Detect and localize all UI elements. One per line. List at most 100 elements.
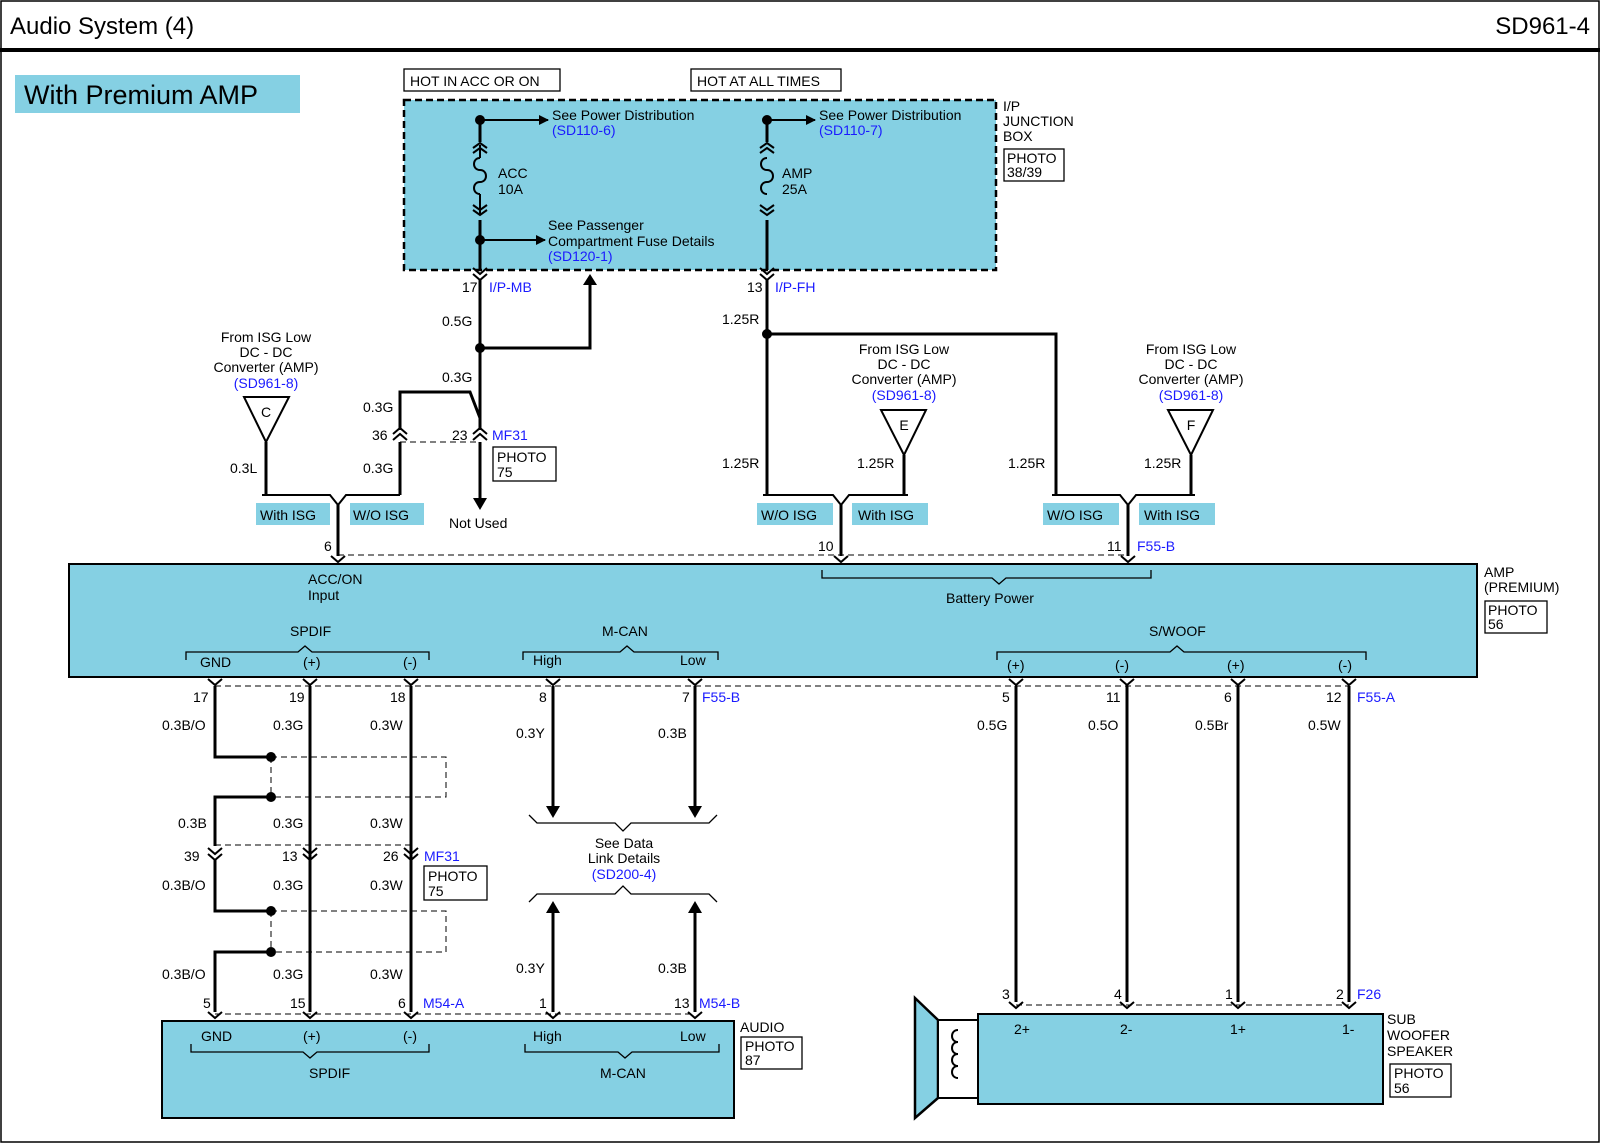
spk-name-2: WOOFER	[1387, 1027, 1450, 1043]
with-isg-f: With ISG	[1144, 507, 1200, 523]
amp-pin17: 17	[193, 689, 209, 705]
amp-photo-2: 56	[1488, 616, 1504, 632]
conn-mb: I/P-MB	[489, 279, 532, 295]
amp-bottom-connector: 17 19 18 8 7 F55-B 5 11 6 12 F55-A	[193, 678, 1396, 705]
sw-05w: 0.5W	[1308, 717, 1341, 733]
amp-premium: AMP (PREMIUM) PHOTO 56 ACC/ON Input Batt…	[68, 563, 1559, 678]
wire-125r-b: 1.25R	[722, 455, 759, 471]
isg-c-l3: Converter (AMP)	[213, 359, 318, 375]
spk-name-1: SUB	[1387, 1011, 1416, 1027]
amp-high: High	[533, 652, 562, 668]
amp-pin6: 6	[324, 538, 332, 554]
isg-e-ref: (SD961-8)	[872, 387, 937, 403]
ip-junction-box: HOT IN ACC OR ON HOT AT ALL TIMES I/P JU…	[402, 68, 1074, 272]
audio-low: Low	[680, 1028, 707, 1044]
audio-gnd: GND	[201, 1028, 232, 1044]
amp-name-1: AMP	[1484, 564, 1514, 580]
mcan-wiring: 0.3Y 0.3B See Data Link Details (SD200-4…	[516, 686, 718, 1012]
w-03g-4: 0.3G	[273, 966, 303, 982]
amp-battery: Battery Power	[946, 590, 1034, 606]
w-03w-2: 0.3W	[370, 815, 403, 831]
w-03bo-4: 0.3B/O	[162, 966, 206, 982]
see-data-ref: (SD200-4)	[592, 866, 657, 882]
w-03y-1: 0.3Y	[516, 725, 545, 741]
jb-photo-1: PHOTO	[1007, 150, 1057, 166]
mf31-label: MF31	[492, 427, 528, 443]
pin-fh: 13	[747, 279, 763, 295]
isg-f-l2: DC - DC	[1165, 356, 1218, 372]
amp-sw-plus1: (+)	[1007, 657, 1025, 673]
w-03bo-3: 0.3B/O	[162, 877, 206, 893]
with-isg-c: With ISG	[260, 507, 316, 523]
audio-photo-2: 87	[745, 1052, 761, 1068]
w-03b-2: 0.3B	[178, 815, 207, 831]
amp-minus: (-)	[403, 654, 417, 670]
isg-e-l1: From ISG Low	[859, 341, 950, 357]
spk-term-2p: 2+	[1014, 1021, 1030, 1037]
w-03w-4: 0.3W	[370, 966, 403, 982]
amp-pin8: 8	[539, 689, 547, 705]
wire-125r-d: 1.25R	[1008, 455, 1045, 471]
wire-03g-a: 0.3G	[442, 369, 472, 385]
audio-plus: (+)	[303, 1028, 321, 1044]
amp-photo-1: PHOTO	[1488, 602, 1538, 618]
wire-125r-e: 1.25R	[1144, 455, 1181, 471]
w-03b-3: 0.3B	[658, 960, 687, 976]
amp-acc-2: Input	[308, 587, 339, 603]
wire-125r-c: 1.25R	[857, 455, 894, 471]
amp-sw-pin6: 6	[1224, 689, 1232, 705]
wire-03g-b: 0.3G	[363, 399, 393, 415]
mf31-pin26: 26	[383, 848, 399, 864]
w-03g-3: 0.3G	[273, 877, 303, 893]
fuse2-rating: 25A	[782, 181, 808, 197]
spk-term-1m: 1-	[1342, 1021, 1355, 1037]
w-03g-1: 0.3G	[273, 717, 303, 733]
wo-isg-e: W/O ISG	[761, 507, 817, 523]
w-03bo-1: 0.3B/O	[162, 717, 206, 733]
hot-acc-label: HOT IN ACC OR ON	[410, 73, 540, 89]
amp-mcan: M-CAN	[602, 623, 648, 639]
mf31-pin13: 13	[282, 848, 298, 864]
wo-isg-f: W/O ISG	[1047, 507, 1103, 523]
amp-sw-pin5: 5	[1002, 689, 1010, 705]
spk-pin1: 1	[1225, 986, 1233, 1002]
amp-sw-minus1: (-)	[1115, 657, 1129, 673]
amp-name-2: (PREMIUM)	[1484, 579, 1559, 595]
amp-sw-pin11: 11	[1106, 689, 1121, 705]
audio-unit: 5 15 6 M54-A 1 13 M54-B GND (+) (-) SPDI…	[161, 995, 803, 1119]
audio-conn-b: M54-B	[699, 995, 740, 1011]
audio-spdif: SPDIF	[309, 1065, 350, 1081]
amp-swoof: S/WOOF	[1149, 623, 1206, 639]
audio-pin13: 13	[674, 995, 690, 1011]
spk-conn: F26	[1357, 986, 1381, 1002]
audio-pin1: 1	[539, 995, 547, 1011]
audio-high: High	[533, 1028, 562, 1044]
fuse2-name: AMP	[782, 165, 812, 181]
audio-pin15: 15	[290, 995, 306, 1011]
amp-pin11: 11	[1107, 538, 1122, 554]
amp-spdif: SPDIF	[290, 623, 331, 639]
spk-pin3: 3	[1002, 986, 1010, 1002]
spk-pin2: 2	[1336, 986, 1344, 1002]
audio-photo-1: PHOTO	[745, 1038, 795, 1054]
see-pc-2: Compartment Fuse Details	[548, 233, 715, 249]
wire-03l: 0.3L	[230, 460, 257, 476]
see-data-2: Link Details	[588, 850, 660, 866]
spk-pin4: 4	[1114, 986, 1122, 1002]
audio-pin6: 6	[398, 995, 406, 1011]
subwoofer-wiring: 0.5G 0.5O 0.5Br 0.5W 3 4 1 2 F26	[977, 686, 1381, 1010]
wire-03g-c: 0.3G	[363, 460, 393, 476]
page-code: SD961-4	[1495, 13, 1590, 40]
spk-term-2m: 2-	[1120, 1021, 1133, 1037]
isg-e-l3: Converter (AMP)	[851, 371, 956, 387]
conn-fh: I/P-FH	[775, 279, 815, 295]
with-isg-e: With ISG	[858, 507, 914, 523]
amp-conn-top: F55-B	[1137, 538, 1175, 554]
amp-acc-1: ACC/ON	[308, 571, 362, 587]
isg-e-l2: DC - DC	[878, 356, 931, 372]
amp-pin19: 19	[289, 689, 305, 705]
isg-c-ref: (SD961-8)	[234, 375, 299, 391]
spdif-wiring: 0.3B/O 0.3G 0.3W 0.3B 0.3G 0.3W 39 13 26…	[162, 686, 488, 1012]
mf31-pin36: 36	[372, 427, 388, 443]
fuse1-name: ACC	[498, 165, 528, 181]
